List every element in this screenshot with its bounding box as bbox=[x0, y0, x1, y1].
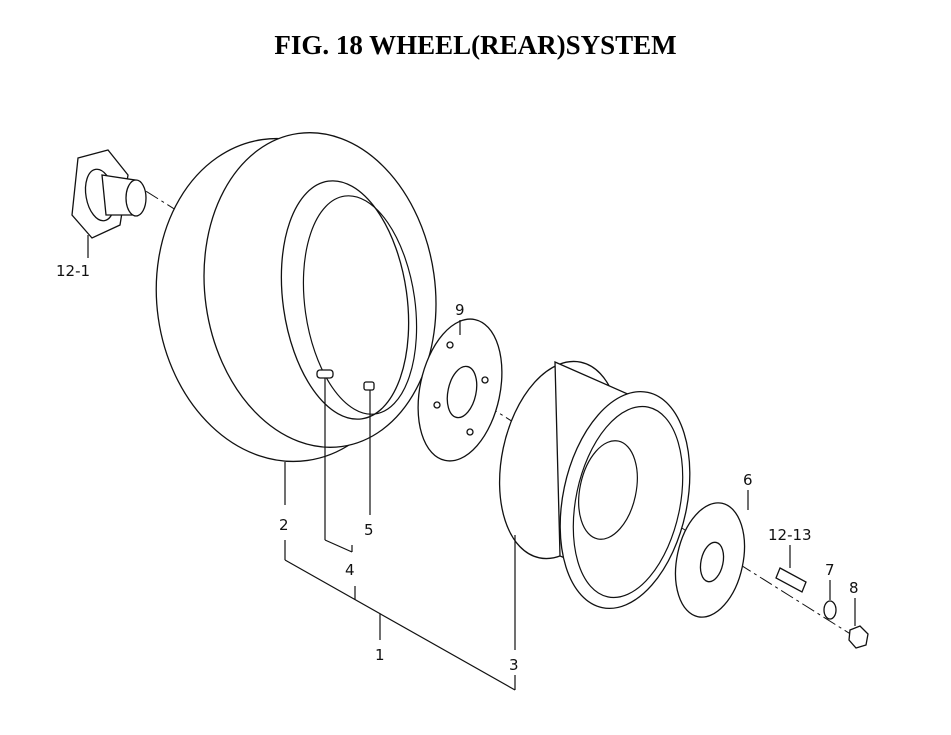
callout-4: 4 bbox=[345, 561, 355, 579]
valve-stem bbox=[316, 369, 334, 379]
callout-5: 5 bbox=[364, 521, 374, 539]
washer bbox=[823, 600, 837, 620]
nut bbox=[848, 625, 869, 649]
stud-bolt bbox=[775, 567, 807, 593]
callout-7: 7 bbox=[825, 561, 835, 579]
hub-flange bbox=[71, 149, 147, 239]
outer-plate bbox=[674, 502, 746, 618]
callout-3: 3 bbox=[509, 656, 519, 674]
inner-plate bbox=[417, 318, 503, 462]
callout-8: 8 bbox=[849, 579, 859, 597]
tire bbox=[155, 132, 437, 463]
figure-title: FIG. 18 WHEEL(REAR)SYSTEM bbox=[274, 30, 677, 60]
callout-6: 6 bbox=[743, 471, 753, 489]
callout-2: 2 bbox=[279, 516, 289, 534]
callout-9: 9 bbox=[455, 301, 465, 319]
rim bbox=[498, 360, 691, 610]
callout-1: 1 bbox=[375, 646, 385, 664]
callout-12-1: 12-1 bbox=[56, 262, 90, 280]
callout-12-13: 12-13 bbox=[768, 526, 812, 544]
valve-cap bbox=[363, 381, 375, 391]
